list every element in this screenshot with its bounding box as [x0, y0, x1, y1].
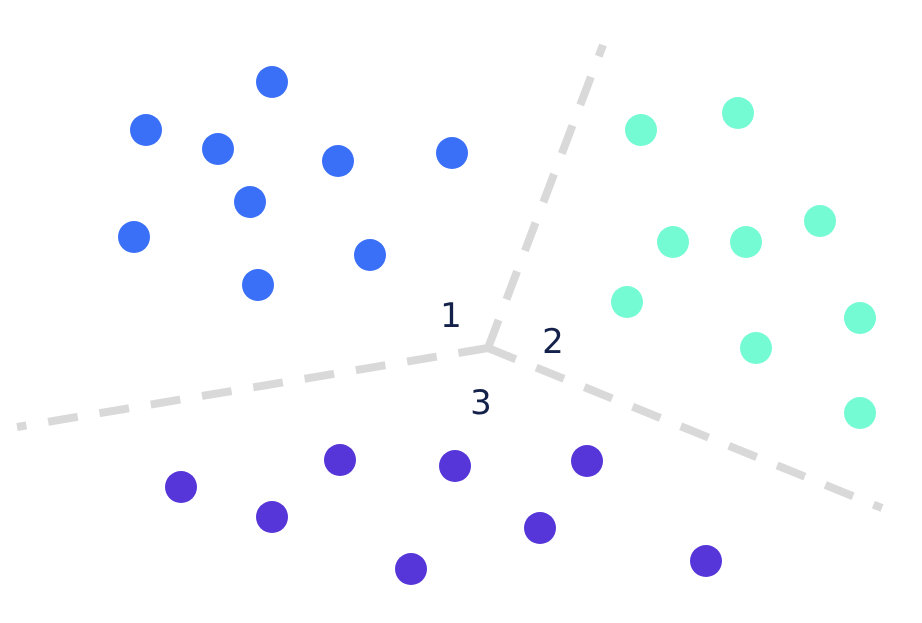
cluster-1-point [242, 269, 274, 301]
cluster-3-point [439, 450, 471, 482]
cluster-1-point [436, 137, 468, 169]
cluster-3-point [324, 444, 356, 476]
cluster-2-point [730, 226, 762, 258]
cluster-2-point [844, 302, 876, 334]
cluster-3-point [524, 512, 556, 544]
cluster-3-point [395, 553, 427, 585]
boundary-line-2 [16, 344, 489, 431]
region-label-3: 3 [470, 383, 492, 423]
boundary-lines [16, 43, 884, 512]
cluster-1-point [322, 145, 354, 177]
data-points [118, 66, 876, 585]
cluster-1-point [118, 221, 150, 253]
cluster-3-point [690, 545, 722, 577]
cluster-3-point [571, 445, 603, 477]
cluster-3-point [165, 471, 197, 503]
cluster-3-point [256, 501, 288, 533]
cluster-1-point [354, 239, 386, 271]
region-label-2: 2 [542, 322, 564, 362]
cluster-2-point [722, 97, 754, 129]
cluster-2-point [740, 332, 772, 364]
cluster-2-point [657, 226, 689, 258]
boundary-line-3 [486, 344, 884, 512]
cluster-2-point [844, 397, 876, 429]
cluster-1-point [256, 66, 288, 98]
region-label-1: 1 [440, 296, 462, 336]
boundary-line-1 [484, 43, 607, 350]
cluster-2-point [804, 205, 836, 237]
cluster-1-point [234, 186, 266, 218]
cluster-2-point [625, 114, 657, 146]
cluster-1-point [130, 114, 162, 146]
cluster-1-point [202, 133, 234, 165]
cluster-2-point [611, 286, 643, 318]
